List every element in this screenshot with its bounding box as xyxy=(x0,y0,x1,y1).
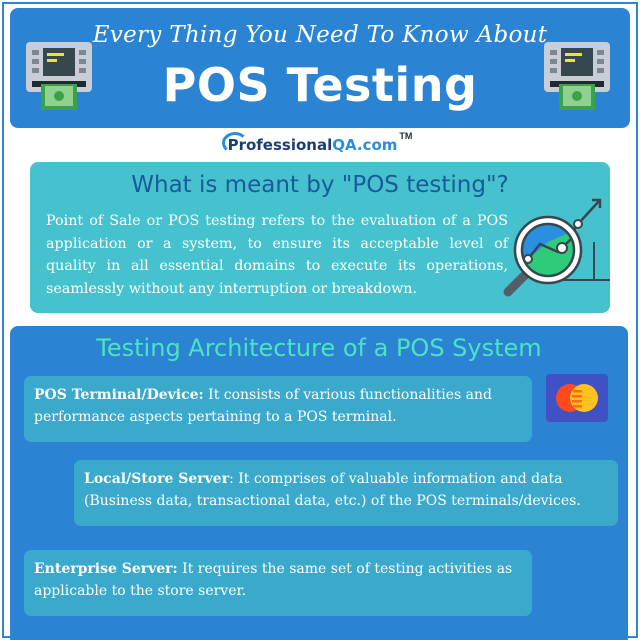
magnifier-chart-icon xyxy=(503,198,610,297)
architecture-card-store-server: Local/Store Server: It comprises of valu… xyxy=(74,460,618,526)
card-text: It consists of various functionalities a… xyxy=(34,387,492,425)
credit-card-icon xyxy=(546,374,608,422)
trademark-mark: TM xyxy=(399,131,413,141)
definition-panel: What is meant by "POS testing"? Point of… xyxy=(30,162,610,313)
brand-logo[interactable]: ProfessionalQA.com TM xyxy=(0,131,640,157)
card-text: It requires the same set of testing acti… xyxy=(34,561,513,599)
architecture-heading: Testing Architecture of a POS System xyxy=(96,334,542,362)
header-subtitle: Every Thing You Need To Know About xyxy=(92,22,548,48)
card-label: Local/Store Server xyxy=(84,471,230,487)
definition-heading: What is meant by "POS testing"? xyxy=(131,172,509,198)
brand-name: ProfessionalQA.com xyxy=(227,136,398,154)
atm-machine-icon xyxy=(26,42,92,110)
atm-machine-icon xyxy=(544,42,610,110)
header-banner: Every Thing You Need To Know About POS T… xyxy=(10,8,630,128)
architecture-card-terminal: POS Terminal/Device: It consists of vari… xyxy=(24,376,532,442)
card-label: Enterprise Server: xyxy=(34,561,178,577)
page-title: POS Testing xyxy=(162,58,478,112)
card-label: POS Terminal/Device: xyxy=(34,387,204,403)
architecture-card-enterprise-server: Enterprise Server: It requires the same … xyxy=(24,550,532,616)
architecture-panel: Testing Architecture of a POS System POS… xyxy=(10,326,628,640)
definition-text: Point of Sale or POS testing refers to t… xyxy=(46,213,508,297)
brand-arc-icon xyxy=(221,132,248,154)
card-text: : It comprises of valuable information a… xyxy=(84,471,581,509)
